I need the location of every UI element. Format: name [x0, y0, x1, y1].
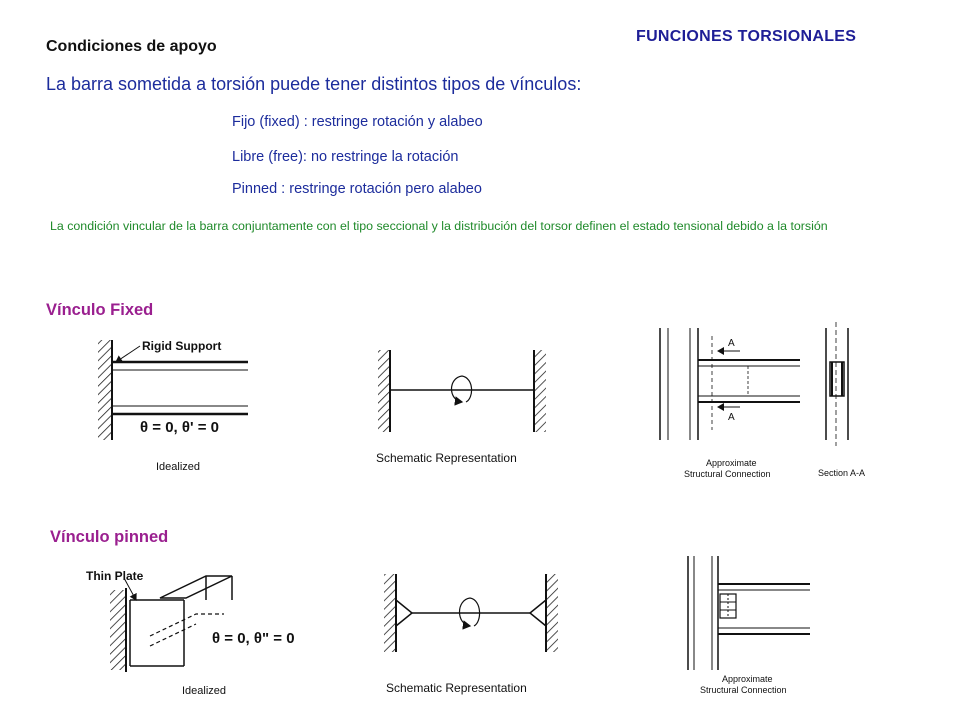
- section-mark-top: A: [728, 338, 735, 349]
- fixed-schematic-caption: Schematic Representation: [376, 451, 517, 465]
- pinned-connection-caption-1: Approximate: [722, 674, 773, 684]
- fixed-idealized-diagram: Rigid Support θ = 0, θ' = 0 Idealized: [98, 339, 248, 473]
- pinned-section-label: Vínculo pinned: [50, 528, 169, 546]
- support-type-pinned: Pinned : restringe rotación pero alabeo: [232, 181, 482, 197]
- support-type-free: Libre (free): no restringe la rotación: [232, 149, 459, 165]
- pinned-support-label: Thin Plate: [86, 569, 144, 583]
- pinned-equation: θ = 0, θ" = 0: [212, 630, 295, 647]
- page-title: FUNCIONES TORSIONALES: [636, 28, 857, 45]
- support-type-fixed: Fijo (fixed) : restringe rotación y alab…: [232, 114, 483, 130]
- pinned-idealized-diagram: Thin Plate θ = 0, θ" = 0 Idealized: [86, 569, 295, 697]
- pinned-idealized-caption: Idealized: [182, 685, 226, 697]
- note-paragraph: La condición vincular de la barra conjun…: [50, 219, 828, 233]
- section-heading: Condiciones de apoyo: [46, 38, 217, 55]
- intro-text: La barra sometida a torsión puede tener …: [46, 74, 582, 94]
- fixed-idealized-caption: Idealized: [156, 461, 200, 473]
- fixed-section-label: Vínculo Fixed: [46, 301, 154, 319]
- pinned-connection-caption-2: Structural Connection: [700, 685, 787, 695]
- section-aa-caption: Section A-A: [818, 468, 865, 478]
- pinned-schematic-diagram: Schematic Representation: [384, 574, 558, 695]
- fixed-equation: θ = 0, θ' = 0: [140, 419, 219, 436]
- fixed-support-label: Rigid Support: [142, 339, 221, 353]
- section-mark-bottom: A: [728, 412, 735, 423]
- pinned-connection-diagram: Approximate Structural Connection: [687, 556, 810, 695]
- fixed-connection-caption-1: Approximate: [706, 458, 757, 468]
- fixed-connection-diagram: A A Approximate Structural Connection Se…: [659, 322, 865, 479]
- fixed-connection-caption-2: Structural Connection: [684, 469, 771, 479]
- pinned-schematic-caption: Schematic Representation: [386, 681, 527, 695]
- fixed-schematic-diagram: Schematic Representation: [376, 350, 546, 465]
